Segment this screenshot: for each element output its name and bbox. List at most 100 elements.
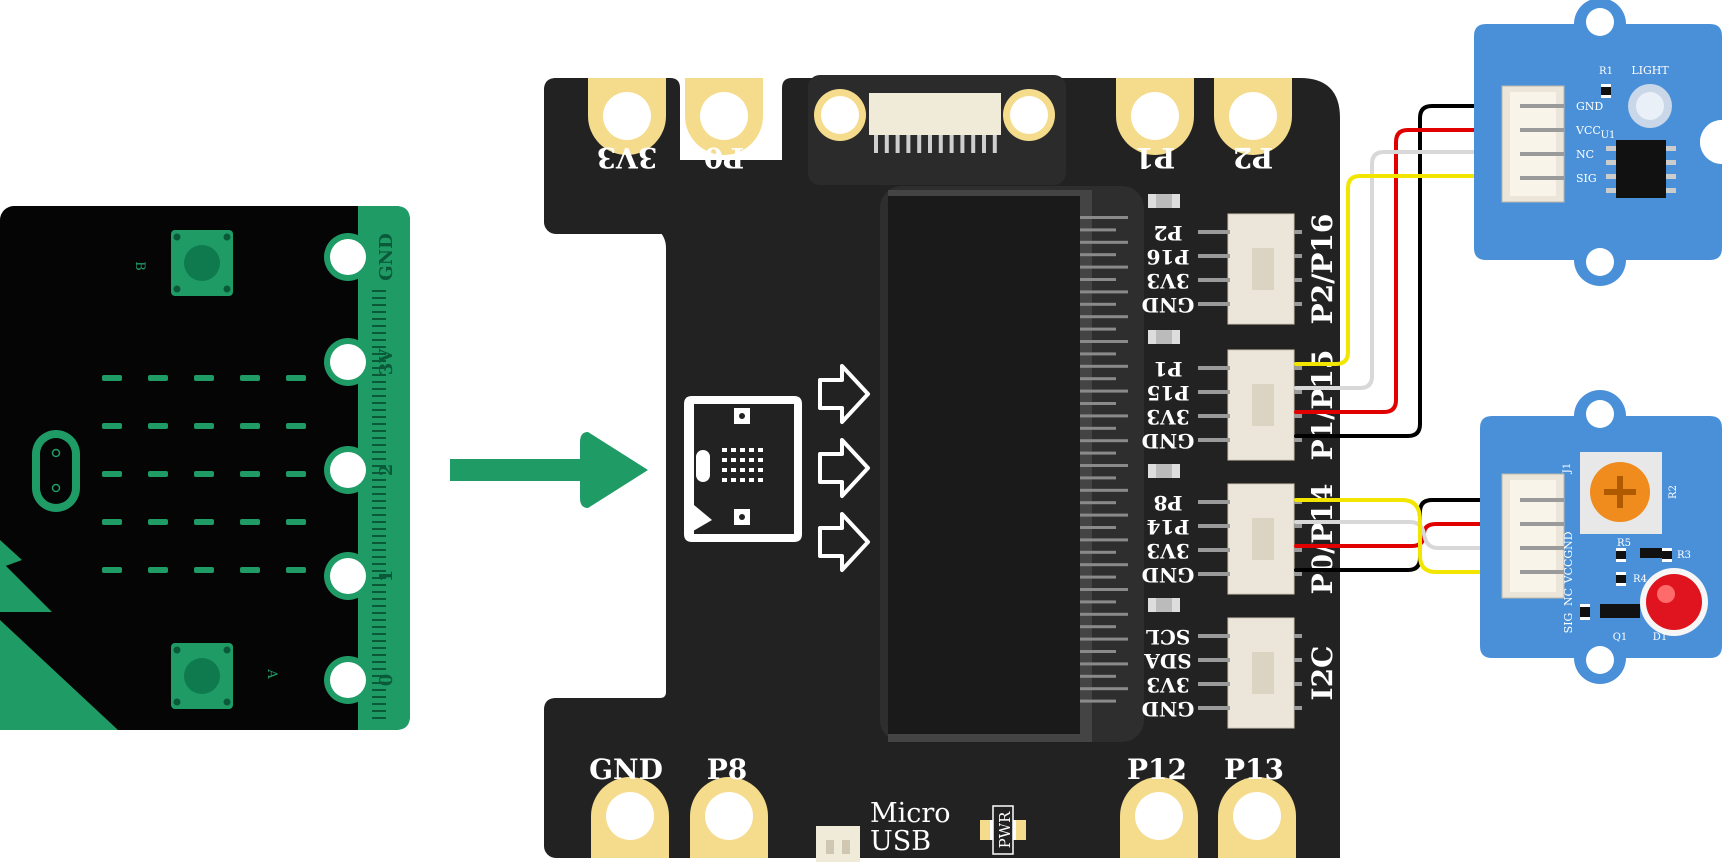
microbit-led	[102, 519, 122, 525]
microbit-button-b[interactable]	[171, 230, 233, 296]
microbit-button-b-label: B	[132, 261, 147, 271]
port-pin-label: GND	[1142, 697, 1195, 721]
microbit-led-matrix	[102, 375, 306, 573]
light-u1-label: U1	[1601, 130, 1616, 141]
microbit-led	[194, 423, 214, 429]
port-name-label: I2C	[1306, 646, 1339, 701]
microbit-pin-hole	[330, 239, 366, 275]
led-pin-vcc: VCC	[1562, 559, 1575, 585]
port-pin-label: 3V3	[1146, 673, 1189, 697]
microbit-corner-shape	[0, 620, 118, 730]
wire-light-sig	[1294, 174, 1534, 366]
led-r4-label: R4	[1633, 574, 1647, 585]
microbit-led	[286, 471, 306, 477]
microbit-led	[240, 375, 260, 381]
microbit-led	[240, 519, 260, 525]
port-pin-label: P2	[1154, 221, 1183, 245]
light-pin-vcc: VCC	[1575, 124, 1601, 137]
microbit-led	[286, 423, 306, 429]
microbit-pin-hole	[330, 662, 366, 698]
port-pin-label: 3V3	[1146, 539, 1189, 563]
microbit-led	[102, 423, 122, 429]
edge-slot-pins	[1080, 216, 1128, 703]
usb-label-line1: Micro	[870, 798, 951, 829]
microbit-button-a[interactable]	[171, 643, 233, 709]
wire-led-nc	[1294, 520, 1534, 550]
port-pin-label: 3V3	[1146, 269, 1189, 293]
microbit-edge-strip	[358, 206, 410, 730]
microbit-corner-notch-small	[0, 540, 22, 568]
microbit-led	[148, 519, 168, 525]
pad-label-p1: P1	[1135, 141, 1176, 174]
microbit-edge-ticks	[372, 290, 386, 719]
port-pin-label: P16	[1147, 245, 1190, 269]
led-pin-gnd: GND	[1562, 531, 1575, 558]
microbit-logo	[32, 430, 80, 512]
pad-label-gnd: GND	[589, 753, 663, 786]
microbit-pin-hole	[330, 344, 366, 380]
top-header-connector	[814, 89, 1055, 153]
microbit-led	[148, 375, 168, 381]
microbit-pin-hole	[330, 452, 366, 488]
port-name-label: P0/P14	[1306, 484, 1339, 595]
led-module	[1480, 390, 1722, 684]
port-pin-label: P1	[1154, 357, 1183, 381]
micro-usb-port[interactable]	[816, 826, 860, 862]
bottom-pads	[591, 777, 1296, 858]
led-r3-label: R3	[1677, 550, 1691, 561]
led-pin-nc: NC	[1562, 588, 1575, 606]
microbit-edge-pins	[324, 233, 372, 704]
usb-label-line2: USB	[870, 826, 931, 857]
expansion-board: 3V3 P0 P1 P2 GND P8 P12 P13 Micro USB	[544, 75, 1340, 862]
microbit-led	[286, 567, 306, 573]
pad-label-p8: P8	[707, 753, 748, 786]
wire-light-gnd	[1294, 104, 1534, 438]
edge-slot	[888, 196, 1080, 734]
pwr-label: PWR	[996, 811, 1014, 849]
port-pin-label: GND	[1142, 293, 1195, 317]
led-r2-label: R2	[1668, 485, 1679, 499]
port-pin-label: GND	[1142, 563, 1195, 587]
pwr-led	[980, 805, 1026, 855]
microbit-board: GND 3V 2 1 0 B A	[0, 206, 410, 730]
pad-label-p12: P12	[1127, 753, 1187, 786]
light-pin-sig: SIG	[1576, 172, 1597, 185]
led-d1-label: D1	[1653, 632, 1667, 643]
port-pin-label: SCL	[1146, 625, 1190, 649]
microbit-label-1: 1	[376, 570, 397, 583]
wire-led-sig	[1294, 498, 1534, 574]
microbit-slot-icon	[684, 396, 802, 542]
light-label: LIGHT	[1631, 64, 1669, 77]
microbit-label-gnd: GND	[376, 233, 397, 280]
microbit-led	[194, 567, 214, 573]
light-r1-label: R1	[1599, 66, 1613, 77]
wires	[1294, 104, 1534, 574]
microbit-led	[102, 375, 122, 381]
port-name-label: P1/P15	[1306, 350, 1339, 461]
port-pin-label: P8	[1154, 491, 1183, 515]
microbit-led	[286, 519, 306, 525]
led-r5-label: R5	[1617, 538, 1631, 549]
microbit-led	[240, 471, 260, 477]
microbit-corner-notch	[0, 560, 52, 612]
microbit-pin-hole	[330, 558, 366, 594]
light-pin-nc: NC	[1576, 148, 1594, 161]
microbit-led	[194, 519, 214, 525]
pad-label-p13: P13	[1224, 753, 1284, 786]
top-pads	[588, 78, 1292, 155]
light-sensor-module	[1474, 0, 1723, 286]
pad-label-p2: P2	[1233, 141, 1274, 174]
microbit-led	[148, 567, 168, 573]
wire-light-vcc	[1294, 128, 1534, 414]
microbit-button-a-label: A	[264, 668, 279, 679]
microbit-led	[148, 423, 168, 429]
light-pin-gnd: GND	[1576, 100, 1603, 113]
microbit-led	[102, 471, 122, 477]
microbit-led	[286, 375, 306, 381]
